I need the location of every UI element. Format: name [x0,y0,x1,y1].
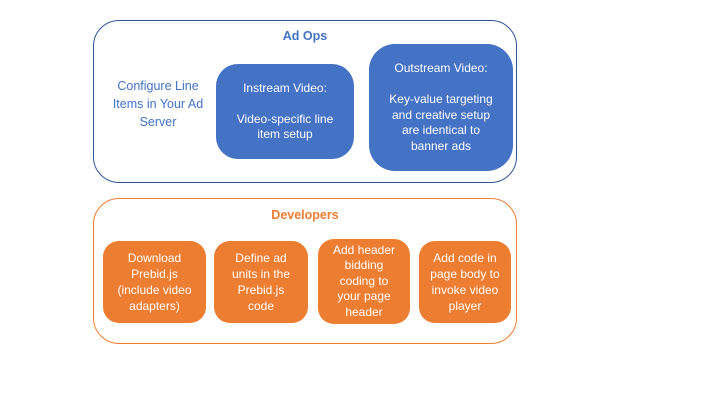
outstream-video-text: Outstream Video: Key-value targeting and… [389,61,493,153]
ad-ops-lane: Ad Ops Configure Line Items in Your Ad S… [93,20,517,183]
download-prebid-text: Download Prebid.js (include video adapte… [117,251,192,313]
configure-line-items-note: Configure Line Items in Your Ad Server [112,79,204,129]
download-prebid-node: Download Prebid.js (include video adapte… [103,241,206,323]
outstream-video-node: Outstream Video: Key-value targeting and… [369,44,513,171]
ad-ops-lane-title: Ad Ops [282,29,328,43]
developers-lane: Developers Download Prebid.js (include v… [93,198,517,344]
define-ad-units-node: Define ad units in the Prebid.js code [214,241,308,323]
invoke-video-player-text: Add code in page body to invoke video pl… [430,251,500,313]
define-ad-units-text: Define ad units in the Prebid.js code [231,251,291,313]
header-bidding-code-node: Add header bidding coding to your page h… [318,239,410,324]
instream-video-text: Instream Video: Video-specific line item… [236,80,334,142]
instream-video-node: Instream Video: Video-specific line item… [216,64,354,159]
invoke-video-player-node: Add code in page body to invoke video pl… [419,241,511,323]
developers-lane-title: Developers [271,208,339,222]
header-bidding-code-text: Add header bidding coding to your page h… [332,242,396,319]
